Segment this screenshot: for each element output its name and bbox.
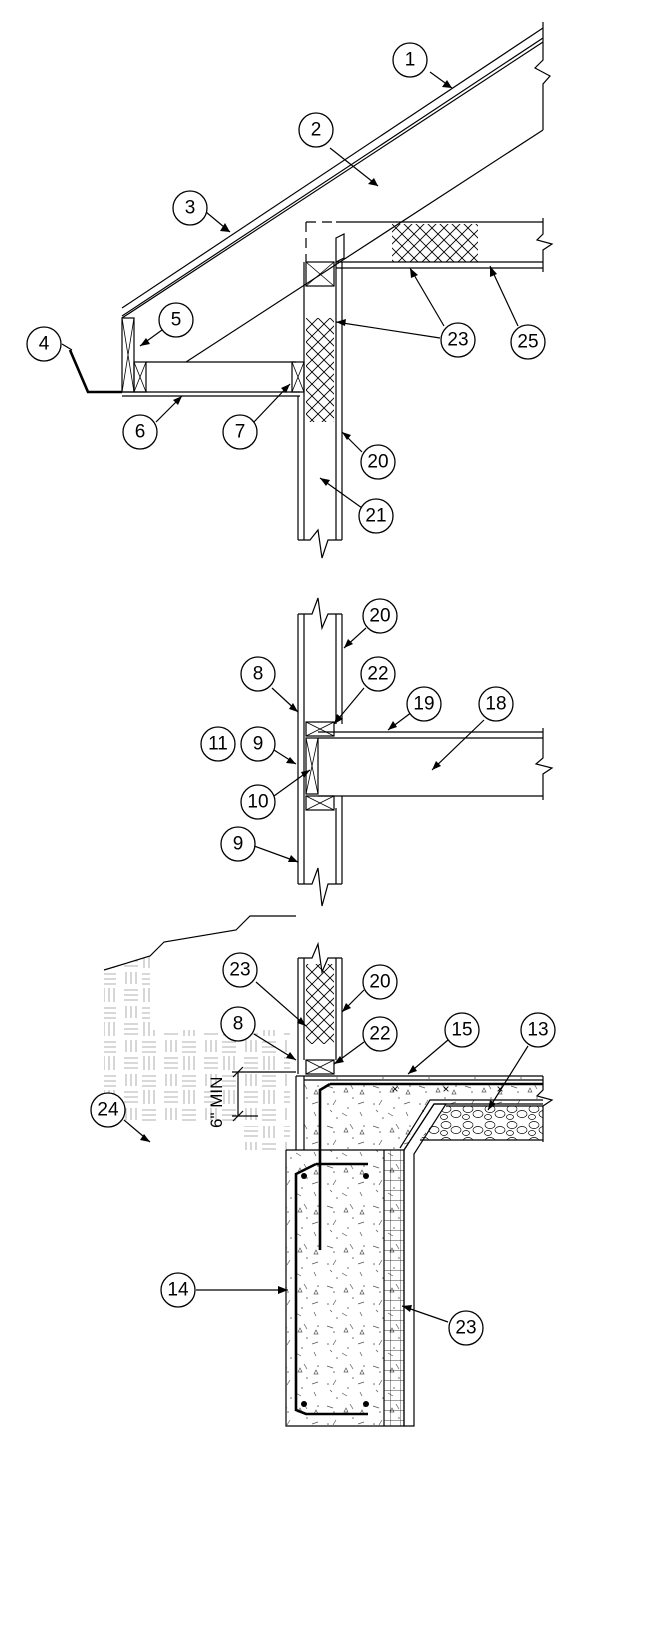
svg-text:10: 10 bbox=[247, 792, 268, 813]
svg-text:22: 22 bbox=[369, 1024, 390, 1045]
svg-text:×: × bbox=[391, 1082, 398, 1096]
svg-text:21: 21 bbox=[365, 506, 386, 527]
callout-23-foundation-side: 23 bbox=[401, 1305, 484, 1346]
svg-text:22: 22 bbox=[367, 664, 388, 685]
svg-text:3: 3 bbox=[185, 198, 196, 219]
callout-20-foundation: 20 bbox=[341, 964, 398, 1013]
clearance-dimension: 6" MIN bbox=[207, 1066, 296, 1128]
clearance-label: 6" MIN bbox=[207, 1077, 226, 1128]
svg-text:9: 9 bbox=[253, 734, 264, 755]
callout-21: 21 bbox=[319, 477, 394, 534]
floor-rim-section bbox=[297, 597, 554, 907]
svg-text:18: 18 bbox=[485, 694, 506, 715]
callout-6: 6 bbox=[122, 395, 183, 450]
svg-text:23: 23 bbox=[447, 330, 468, 351]
svg-text:1: 1 bbox=[405, 50, 416, 71]
foundation-section: × × × 6" MIN bbox=[103, 915, 554, 1427]
svg-text:11: 11 bbox=[208, 734, 228, 755]
callout-22-foundation: 22 bbox=[333, 1016, 398, 1065]
callout-15: 15 bbox=[407, 1012, 480, 1075]
callout-11: 11 bbox=[200, 726, 236, 762]
callout-9-upper: 9 bbox=[240, 726, 297, 765]
svg-text:8: 8 bbox=[253, 664, 264, 685]
svg-text:13: 13 bbox=[527, 1020, 548, 1041]
svg-text:25: 25 bbox=[517, 332, 538, 353]
svg-text:23: 23 bbox=[455, 1318, 476, 1339]
svg-text:19: 19 bbox=[413, 694, 434, 715]
callout-8-floor: 8 bbox=[240, 656, 299, 713]
floor-callouts: 20 8 22 19 18 11 bbox=[200, 598, 514, 863]
svg-text:9: 9 bbox=[233, 834, 244, 855]
callout-3: 3 bbox=[172, 190, 231, 233]
callout-20-floor: 20 bbox=[343, 598, 398, 649]
svg-text:2: 2 bbox=[311, 120, 322, 141]
svg-text:×: × bbox=[496, 1082, 503, 1096]
callout-8-foundation: 8 bbox=[220, 1006, 297, 1061]
callout-2: 2 bbox=[298, 112, 379, 187]
svg-text:20: 20 bbox=[369, 606, 390, 627]
callout-1: 1 bbox=[392, 42, 453, 89]
svg-text:8: 8 bbox=[233, 1014, 244, 1035]
svg-text:7: 7 bbox=[235, 422, 246, 443]
callout-20-roof: 20 bbox=[341, 431, 396, 480]
svg-text:24: 24 bbox=[97, 1100, 119, 1121]
callout-9-lower: 9 bbox=[220, 826, 299, 863]
callout-23-roof: 23 bbox=[335, 267, 476, 358]
callout-25: 25 bbox=[489, 265, 546, 360]
callout-24: 24 bbox=[90, 1092, 151, 1143]
callout-5: 5 bbox=[139, 302, 194, 347]
callout-19: 19 bbox=[387, 686, 442, 731]
svg-text:20: 20 bbox=[367, 452, 388, 473]
svg-text:5: 5 bbox=[171, 310, 182, 331]
foundation-callouts: 23 20 8 22 15 1 bbox=[90, 952, 556, 1346]
callout-7: 7 bbox=[222, 383, 291, 450]
svg-text:6: 6 bbox=[135, 422, 146, 443]
svg-text:20: 20 bbox=[369, 972, 390, 993]
callout-13: 13 bbox=[487, 1012, 556, 1111]
callout-14: 14 bbox=[160, 1272, 288, 1308]
svg-text:23: 23 bbox=[229, 960, 250, 981]
callout-23-foundation-top: 23 bbox=[222, 952, 307, 1027]
callout-18: 18 bbox=[431, 686, 514, 771]
callout-10: 10 bbox=[240, 769, 311, 820]
svg-text:15: 15 bbox=[451, 1020, 472, 1041]
svg-text:×: × bbox=[442, 1082, 449, 1096]
roof-callouts: 1 2 3 4 5 6 bbox=[26, 42, 546, 534]
callout-4: 4 bbox=[26, 326, 73, 362]
svg-text:14: 14 bbox=[167, 1280, 189, 1301]
callout-22-floor: 22 bbox=[333, 656, 396, 725]
roof-eave-section bbox=[68, 22, 554, 559]
svg-text:4: 4 bbox=[39, 334, 50, 355]
